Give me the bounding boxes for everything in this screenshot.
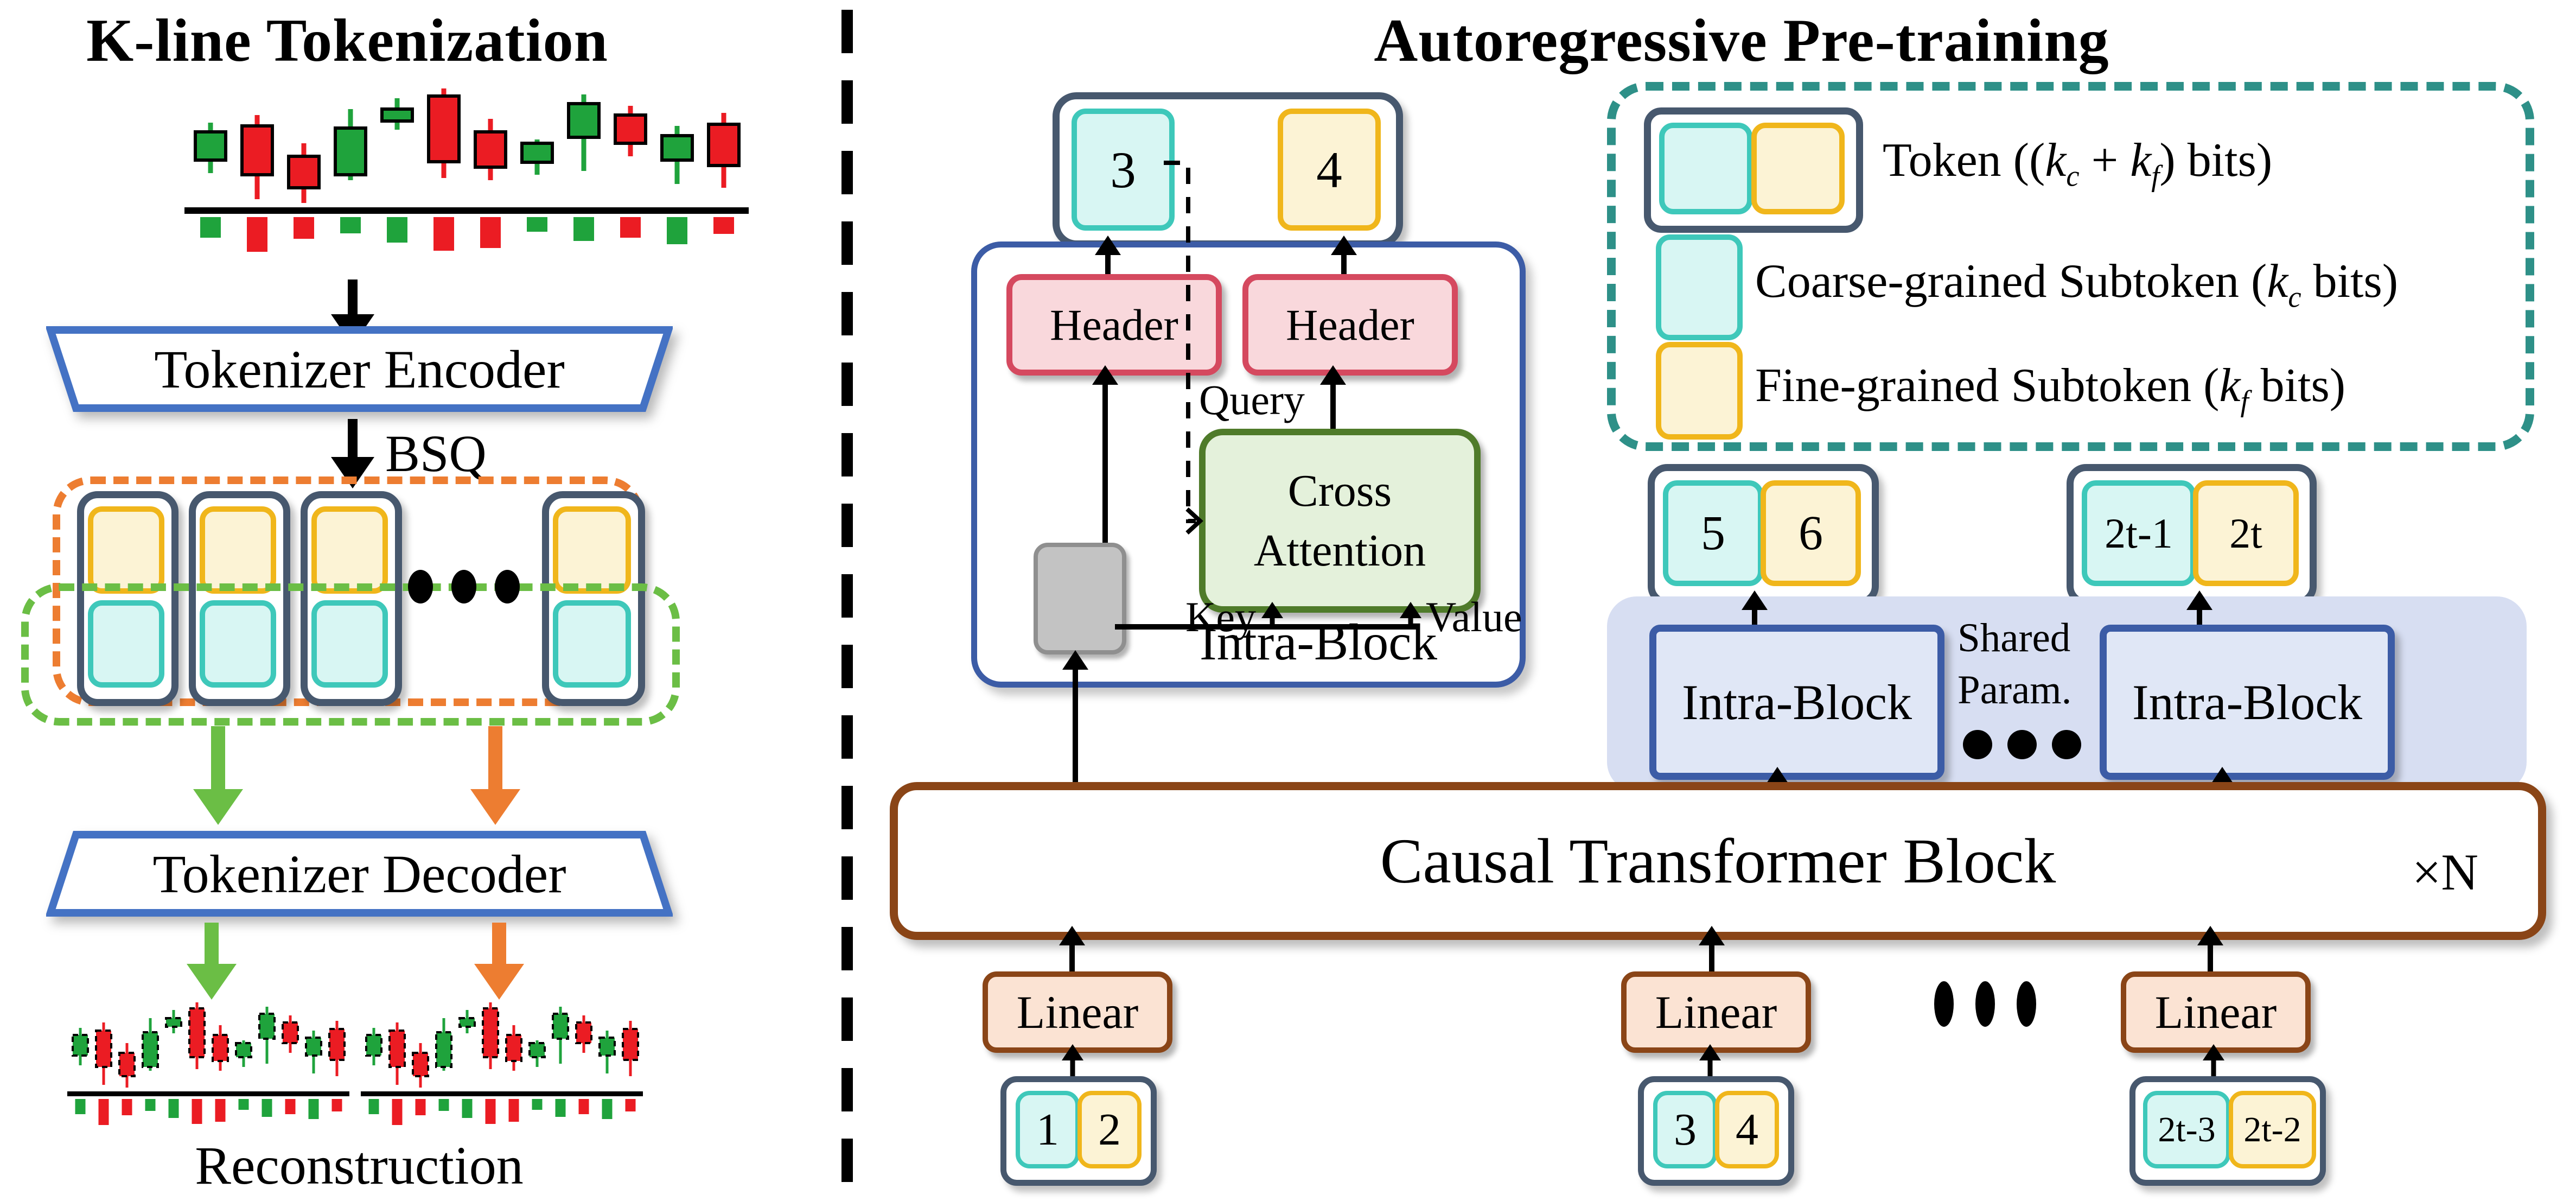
legend-coarse-label: Coarse-grained Subtoken (kc bits) — [1755, 255, 2399, 314]
intra-block-detail-label: Intra-Block — [1200, 613, 1437, 671]
value-label: Value — [1426, 593, 1522, 640]
arrow-coarse-to-decoder-icon — [193, 726, 243, 825]
fine-subtoken-icon — [200, 506, 276, 594]
panel-separator-line — [841, 10, 853, 1190]
mid-coarse-subtoken-1: 5 — [1663, 480, 1763, 586]
input-coarse-subtoken-3: 2t-3 — [2143, 1091, 2230, 1168]
arrow-state-to-header1-icon — [1092, 365, 1118, 543]
query-label: Query — [1199, 376, 1305, 423]
kline-reconstruction-chart-2 — [361, 1002, 643, 1125]
query-dashed-connector — [1164, 161, 1203, 535]
header-box-fine: Header — [1242, 274, 1458, 376]
tokenizer-decoder-label: Tokenizer Decoder — [152, 843, 566, 904]
output-fine-subtoken: 4 — [1278, 109, 1381, 231]
arrow-token2-to-linear2-icon — [1699, 1044, 1721, 1076]
intra-block-left: Intra-Block — [1649, 625, 1944, 780]
coarse-subtoken-icon — [553, 600, 631, 688]
ellipsis-dots-token-sequence — [408, 570, 520, 603]
arrow-crossattn-to-header2-icon — [1320, 365, 1346, 429]
arrow-key-icon — [1261, 602, 1283, 629]
mid-fine-subtoken-1: 6 — [1761, 480, 1861, 586]
causal-transformer-label: Causal Transformer Block — [1380, 825, 2056, 897]
input-fine-subtoken-3: 2t-2 — [2229, 1091, 2316, 1168]
arrow-fine-to-decoder-icon — [470, 726, 520, 825]
key-value-feed-line — [1115, 624, 1419, 630]
input-coarse-subtoken-2: 3 — [1653, 1091, 1717, 1168]
mid-coarse-subtoken-2: 2t-1 — [2082, 480, 2196, 586]
right-panel-title: Autoregressive Pre-training — [1374, 7, 2109, 74]
left-panel-title: K-line Tokenization — [86, 7, 608, 74]
ellipsis-dots-linear-row — [1934, 981, 2036, 1027]
arrow-header2-to-token-icon — [1331, 236, 1357, 274]
causal-transformer-block: Causal Transformer Block ×N — [890, 782, 2546, 940]
linear-box-1: Linear — [983, 971, 1172, 1053]
ellipsis-dots-intra-blocks — [1963, 730, 2081, 759]
input-coarse-subtoken-1: 1 — [1016, 1091, 1080, 1168]
legend-coarse-in-token-icon — [1659, 123, 1752, 214]
hidden-state-box — [1034, 543, 1126, 654]
arrow-value-icon — [1400, 602, 1421, 629]
cross-attention-box: Cross Attention — [1199, 429, 1481, 613]
coarse-subtoken-icon — [88, 600, 164, 688]
decoder-trapezoid-shape — [46, 831, 673, 917]
tokenizer-decoder-block: Tokenizer Decoder — [46, 830, 673, 917]
coarse-group-dashed-box — [21, 583, 680, 726]
tokenizer-encoder-block: Tokenizer Encoder — [46, 326, 673, 412]
output-coarse-subtoken: 3 — [1072, 109, 1175, 231]
fine-subtoken-icon — [311, 506, 388, 594]
repeat-count-label: ×N — [2412, 843, 2478, 901]
legend-fine-subtoken-icon — [1656, 342, 1743, 440]
legend-box — [1607, 82, 2534, 451]
legend-coarse-subtoken-icon — [1656, 234, 1743, 340]
linear-box-3: Linear — [2121, 971, 2311, 1053]
arrow-token1-to-linear1-icon — [1062, 1044, 1083, 1076]
input-fine-subtoken-1: 2 — [1077, 1091, 1142, 1168]
arrow-token3-to-linear3-icon — [2203, 1044, 2224, 1076]
coarse-subtoken-icon — [311, 600, 388, 688]
arrow-intraright-to-token-icon — [2186, 590, 2212, 625]
legend-token-label: Token ((kc + kf) bits) — [1883, 134, 2273, 193]
legend-fine-label: Fine-grained Subtoken (kf bits) — [1755, 359, 2346, 418]
reconstruction-label: Reconstruction — [195, 1135, 524, 1196]
intra-block-right: Intra-Block — [2100, 625, 2395, 780]
legend-fine-in-token-icon — [1751, 123, 1845, 214]
coarse-subtoken-icon — [200, 600, 276, 688]
linear-box-2: Linear — [1621, 971, 1811, 1053]
arrow-decoder-output-fine-icon — [474, 923, 524, 1000]
bsq-label: BSQ — [385, 424, 487, 482]
arrow-causal-to-state-icon — [1062, 650, 1088, 782]
arrow-linear3-to-causal-icon — [2197, 926, 2223, 971]
arrow-linear1-to-causal-icon — [1059, 926, 1085, 971]
fine-subtoken-icon — [88, 506, 164, 594]
arrow-header1-to-token-icon — [1095, 236, 1121, 274]
tokenizer-encoder-label: Tokenizer Encoder — [154, 339, 565, 399]
kline-input-chart — [184, 88, 749, 252]
arrow-linear2-to-causal-icon — [1699, 926, 1725, 971]
shared-param-label: Shared Param. — [1957, 615, 2072, 713]
kline-reconstruction-chart-1 — [67, 1002, 349, 1125]
arrow-decoder-output-coarse-icon — [187, 923, 237, 1000]
encoder-trapezoid-shape — [46, 326, 673, 412]
key-label: Key — [1185, 593, 1256, 640]
arrow-intraleft-to-token-icon — [1742, 590, 1768, 625]
mid-fine-subtoken-2: 2t — [2193, 480, 2299, 586]
input-fine-subtoken-2: 4 — [1715, 1091, 1779, 1168]
fine-subtoken-icon — [553, 506, 631, 594]
